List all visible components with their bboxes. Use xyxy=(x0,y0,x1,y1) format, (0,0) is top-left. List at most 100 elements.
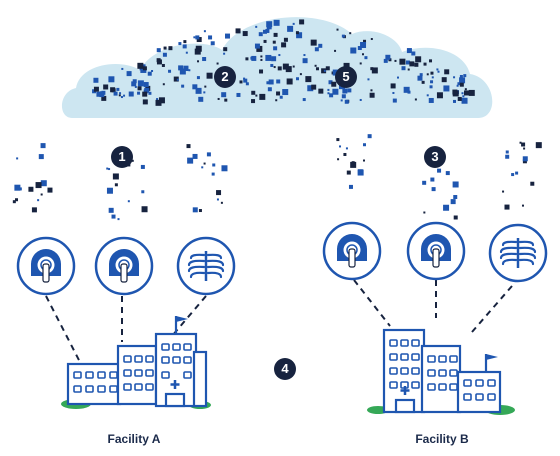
data-pixel xyxy=(429,59,433,63)
data-pixel xyxy=(155,99,162,106)
data-pixel xyxy=(321,68,327,74)
building-window xyxy=(438,355,447,363)
data-pixel xyxy=(137,91,141,95)
building-window xyxy=(145,355,154,363)
building-window xyxy=(427,369,436,377)
data-pixel xyxy=(121,67,124,70)
building-window xyxy=(161,371,170,379)
data-pixel xyxy=(96,91,102,97)
data-pixel xyxy=(345,147,348,150)
data-pixel xyxy=(103,84,109,90)
data-pixel xyxy=(318,43,323,48)
data-pixel xyxy=(468,89,475,96)
data-pixel xyxy=(452,89,458,95)
data-pixel xyxy=(251,90,256,95)
data-pixel xyxy=(511,173,515,177)
data-pixel xyxy=(370,67,374,71)
data-pixel xyxy=(192,207,198,213)
data-pixel xyxy=(156,59,162,65)
data-pixel xyxy=(347,88,352,93)
data-pixel xyxy=(292,22,295,25)
data-pixel xyxy=(183,65,189,71)
data-pixel xyxy=(417,75,423,81)
data-pixel xyxy=(225,33,231,39)
data-pixel xyxy=(208,35,213,40)
data-pixel xyxy=(263,39,267,43)
data-pixel xyxy=(278,54,281,57)
data-pixel xyxy=(522,156,528,162)
data-pixel xyxy=(285,66,292,73)
data-pixel xyxy=(346,170,351,175)
data-pixel xyxy=(120,96,123,99)
building-window xyxy=(134,383,143,391)
data-pixel xyxy=(195,45,202,52)
data-pixel xyxy=(142,99,148,105)
data-pixel xyxy=(302,58,308,64)
building-window xyxy=(172,356,181,364)
data-pixel xyxy=(203,30,206,33)
data-pixel xyxy=(390,83,396,89)
building-window xyxy=(463,379,472,387)
building-window xyxy=(109,385,118,393)
data-pixel xyxy=(216,198,219,201)
data-pixel xyxy=(437,168,442,173)
data-pixel xyxy=(515,171,519,175)
data-pixel xyxy=(331,81,337,87)
data-pixel xyxy=(258,32,263,37)
cloud-shape xyxy=(61,17,493,118)
data-pixel xyxy=(362,143,366,147)
data-pixel xyxy=(521,142,526,147)
data-pixel xyxy=(535,142,542,149)
data-pixel xyxy=(318,88,324,94)
data-pixel xyxy=(275,99,278,102)
data-pixel xyxy=(394,59,397,62)
data-pixel xyxy=(158,97,165,104)
data-pixel xyxy=(504,204,510,210)
data-pixel xyxy=(461,92,464,95)
building-window xyxy=(183,343,192,351)
building-window xyxy=(411,339,420,347)
data-pixel xyxy=(198,96,204,102)
data-pixel xyxy=(273,32,278,37)
data-pixel xyxy=(459,82,464,87)
data-pixel xyxy=(414,62,419,67)
data-pixel xyxy=(224,98,228,102)
data-pixel xyxy=(452,181,459,188)
data-pixel xyxy=(351,161,355,165)
data-pixel xyxy=(99,91,102,94)
data-pixel xyxy=(411,51,416,56)
data-pixel xyxy=(15,198,19,202)
data-pixel xyxy=(197,60,200,63)
facility-b-label: Facility B xyxy=(415,432,469,446)
data-pixel xyxy=(431,76,434,79)
data-pixel xyxy=(444,69,450,75)
building-window xyxy=(134,369,143,377)
data-pixel xyxy=(272,40,276,44)
building-window xyxy=(97,371,106,379)
building-window xyxy=(438,369,447,377)
data-pixel xyxy=(462,95,465,98)
data-pixel xyxy=(299,19,305,25)
building-window xyxy=(400,367,409,375)
building-window xyxy=(73,371,82,379)
mri-scanner-icon xyxy=(16,236,76,296)
data-pixel xyxy=(260,55,263,58)
data-pixel xyxy=(266,24,272,30)
data-pixel xyxy=(93,77,99,83)
data-pixel xyxy=(310,39,317,46)
data-pixel xyxy=(162,52,167,57)
data-pixel xyxy=(127,200,130,203)
building-window xyxy=(134,355,143,363)
data-pixel xyxy=(142,91,148,97)
mri-scanner-icon xyxy=(406,221,466,281)
data-pixel xyxy=(131,81,137,87)
building-window xyxy=(73,385,82,393)
data-pixel xyxy=(405,60,410,65)
building-window xyxy=(411,353,420,361)
data-pixel xyxy=(443,204,450,211)
data-pixel xyxy=(443,85,450,92)
data-pixel xyxy=(163,46,167,50)
data-pixel xyxy=(176,78,179,81)
data-pixel xyxy=(259,69,264,74)
data-pixel xyxy=(111,214,116,219)
